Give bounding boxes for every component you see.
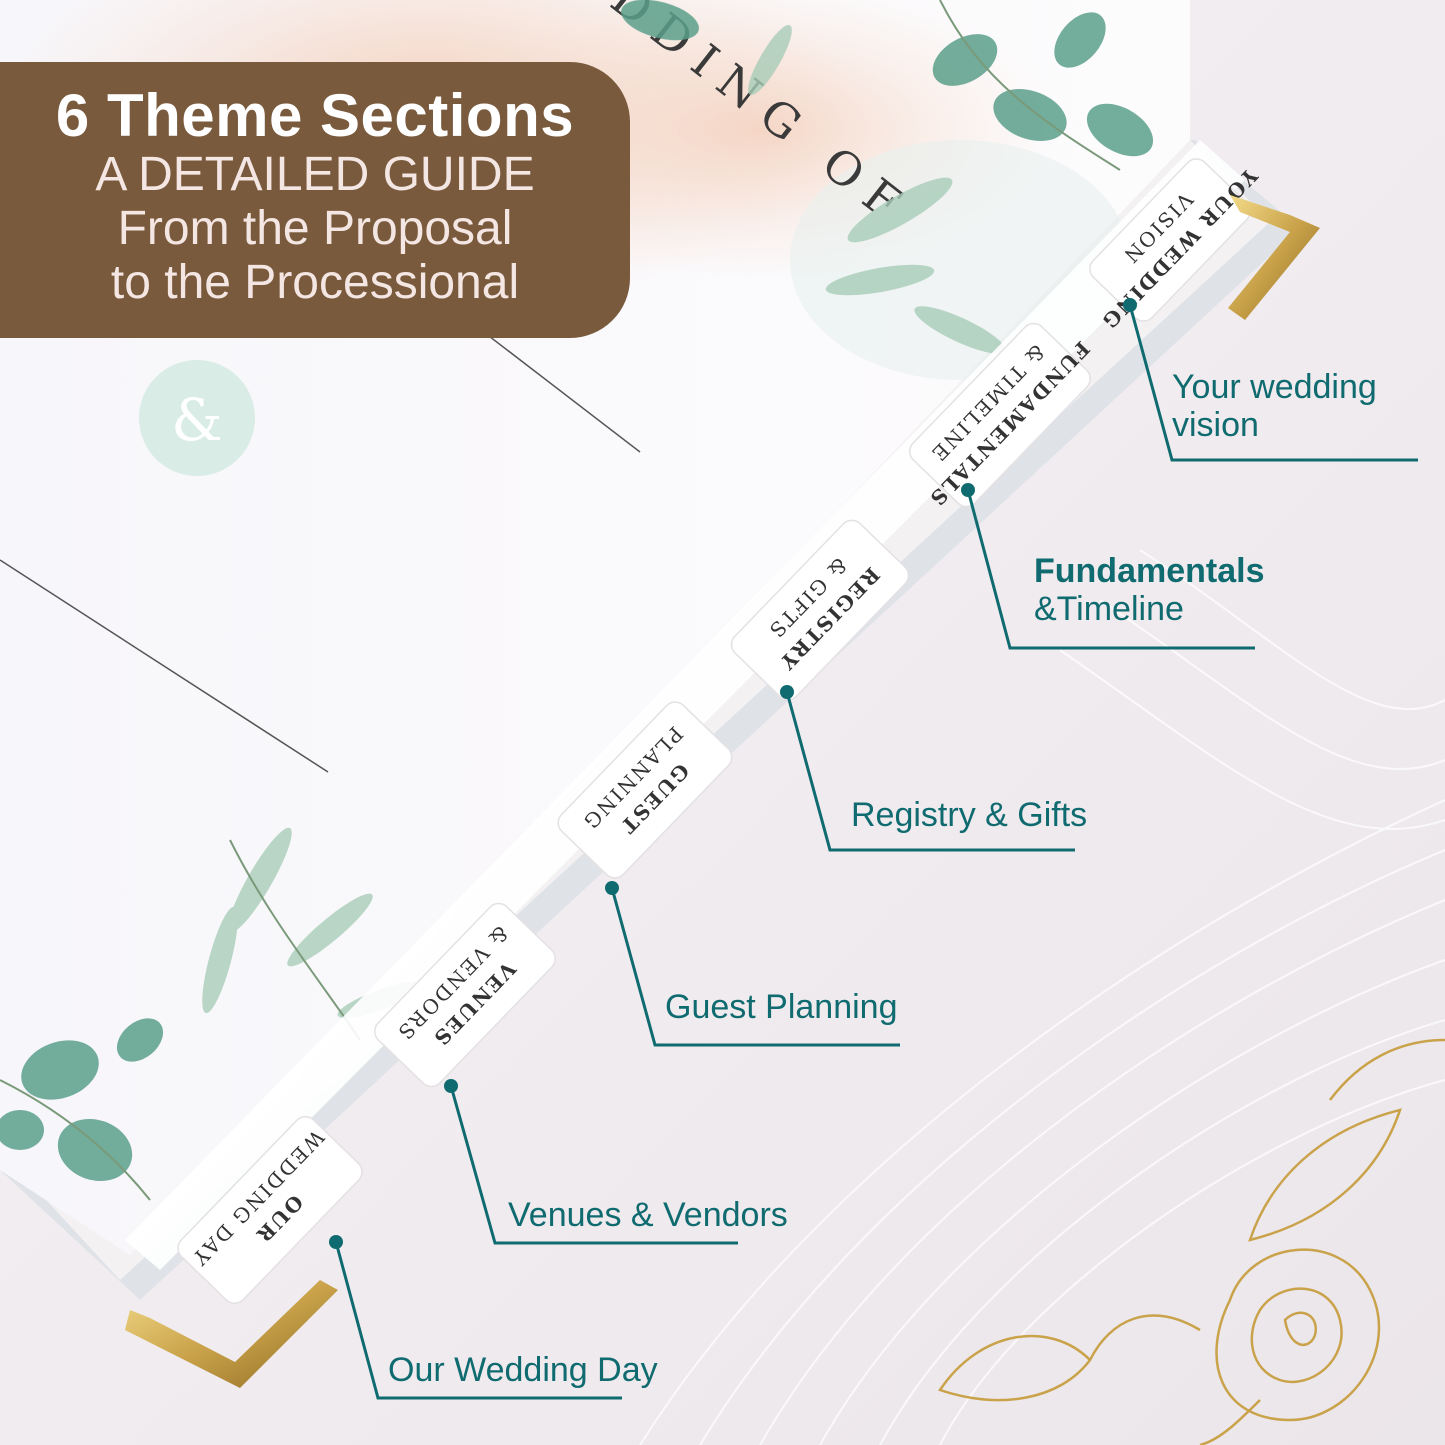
gold-corner-bottom xyxy=(125,1280,338,1388)
section-tab-body[interactable] xyxy=(727,515,914,704)
info-banner: 6 Theme Sections A DETAILED GUIDE From t… xyxy=(0,62,630,338)
callout-your-wedding-vision: Your wedding vision xyxy=(1172,368,1377,444)
leader-dot xyxy=(1123,298,1137,312)
callout-venues-vendors: Venues & Vendors xyxy=(508,1196,788,1234)
leader-dot xyxy=(444,1079,458,1093)
callout-line: Our Wedding Day xyxy=(388,1351,658,1389)
section-tab-body[interactable] xyxy=(1085,154,1255,326)
leader-line xyxy=(966,489,1255,650)
section-tab-body[interactable] xyxy=(370,899,560,1092)
leader-dot xyxy=(605,881,619,895)
section-tab-body[interactable] xyxy=(553,697,736,883)
monogram-circle xyxy=(139,360,255,476)
leader-line xyxy=(449,1085,738,1245)
leader-dot xyxy=(780,685,794,699)
callout-our-wedding-day: Our Wedding Day xyxy=(388,1351,658,1389)
callout-registry-gifts: Registry & Gifts xyxy=(851,796,1087,834)
leader-dot xyxy=(961,483,975,497)
rose-outline-icon xyxy=(938,1038,1445,1445)
callout-line: Fundamentals xyxy=(1034,552,1265,590)
leaf-decoration-icon xyxy=(0,0,1154,1201)
callout-line: Guest Planning xyxy=(665,988,898,1026)
callout-guest-planning: Guest Planning xyxy=(665,988,898,1026)
callout-line: Your wedding xyxy=(1172,368,1377,406)
callout-fundamentals-timeline: Fundamentals &Timeline xyxy=(1034,552,1264,628)
leader-dot xyxy=(329,1235,343,1249)
banner-title: 6 Theme Sections xyxy=(55,82,575,149)
callout-line: Registry & Gifts xyxy=(851,796,1088,834)
callout-line: vision xyxy=(1172,406,1259,444)
monogram-text: & xyxy=(171,386,223,454)
banner-line-3: to the Processional xyxy=(110,256,520,309)
callout-line: Venues & Vendors xyxy=(508,1196,788,1234)
section-tab-body[interactable] xyxy=(905,319,1095,512)
banner-line-2: From the Proposal xyxy=(117,202,513,255)
section-tab-body[interactable] xyxy=(173,1112,367,1308)
gold-corner-top xyxy=(1228,195,1320,320)
leader-line xyxy=(334,1241,622,1400)
callout-line: &Timeline xyxy=(1034,590,1184,628)
leader-line xyxy=(1128,304,1418,462)
leader-line xyxy=(610,887,900,1047)
leader-line xyxy=(785,691,1075,852)
banner-line-1: A DETAILED GUIDE xyxy=(95,148,535,201)
